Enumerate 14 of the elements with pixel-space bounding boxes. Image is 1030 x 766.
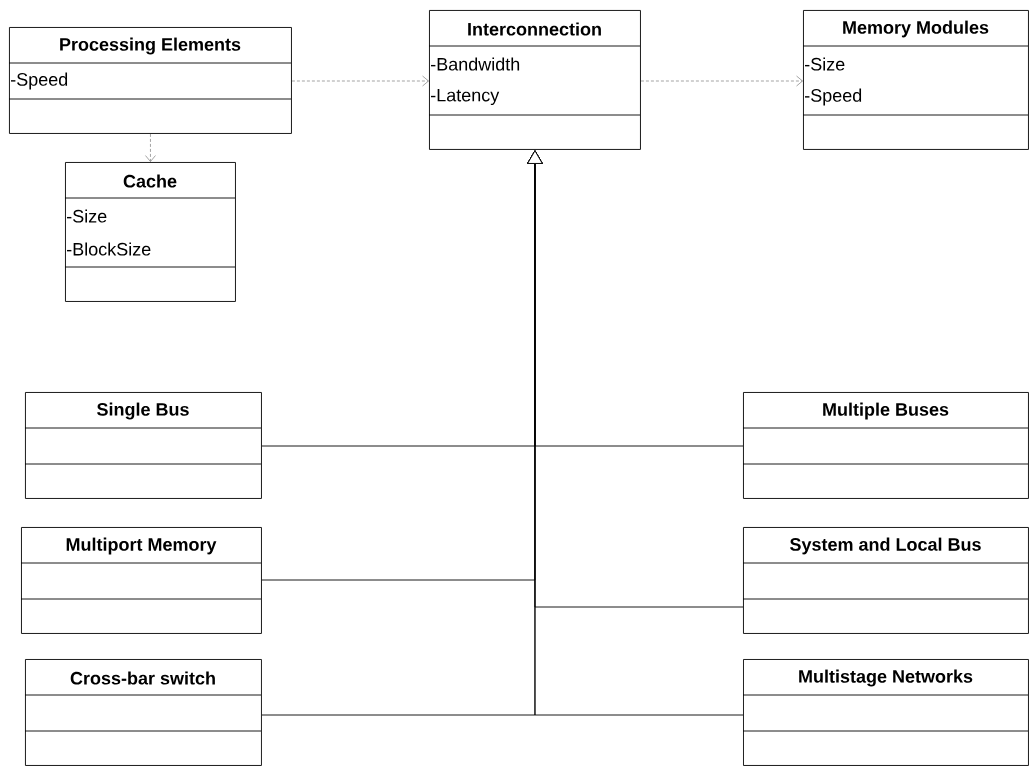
arrow [640, 75, 803, 87]
class-box: Processing Elements -Speed [8, 27, 292, 134]
class-box: Cache -Size -BlockSize [64, 162, 236, 302]
class-box: Interconnection -Bandwidth -Latency [428, 10, 641, 150]
class-box: System and Local Bus [742, 527, 1029, 634]
arrow [145, 133, 156, 162]
arrow [527, 150, 744, 716]
class-box: Multiple Buses [742, 392, 1029, 499]
class-box: Cross-bar switch [24, 659, 262, 766]
arrow [291, 75, 429, 87]
class-box: Single Bus [24, 392, 262, 499]
class-box: Multiport Memory [20, 527, 262, 634]
class-box: Memory Modules -Size -Speed [802, 10, 1029, 150]
class-box: Multistage Networks [742, 659, 1029, 766]
